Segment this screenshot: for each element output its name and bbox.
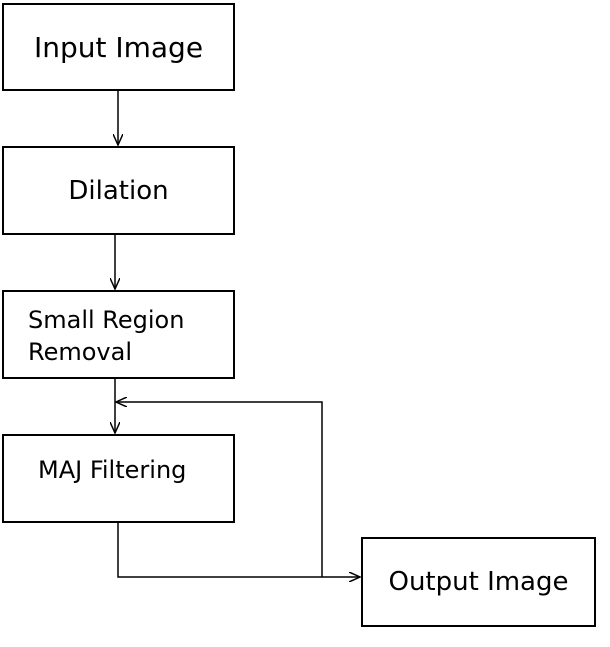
node-dilation: Dilation: [2, 146, 235, 235]
node-input-image: Input Image: [2, 3, 235, 91]
node-dilation-label: Dilation: [68, 175, 169, 206]
node-input-image-label: Input Image: [33, 30, 204, 64]
node-maj-filtering-label: MAJ Filtering: [38, 456, 187, 484]
node-output-image-label: Output Image: [388, 567, 569, 597]
arrow-maj-to-output: [117, 523, 360, 577]
node-maj-filtering: MAJ Filtering: [2, 434, 235, 523]
node-small-region-removal: Small Region Removal: [2, 290, 235, 379]
feedback-loop-arrow: [116, 402, 323, 577]
node-output-image: Output Image: [361, 537, 596, 627]
node-small-region-removal-label: Small Region Removal: [28, 305, 185, 366]
